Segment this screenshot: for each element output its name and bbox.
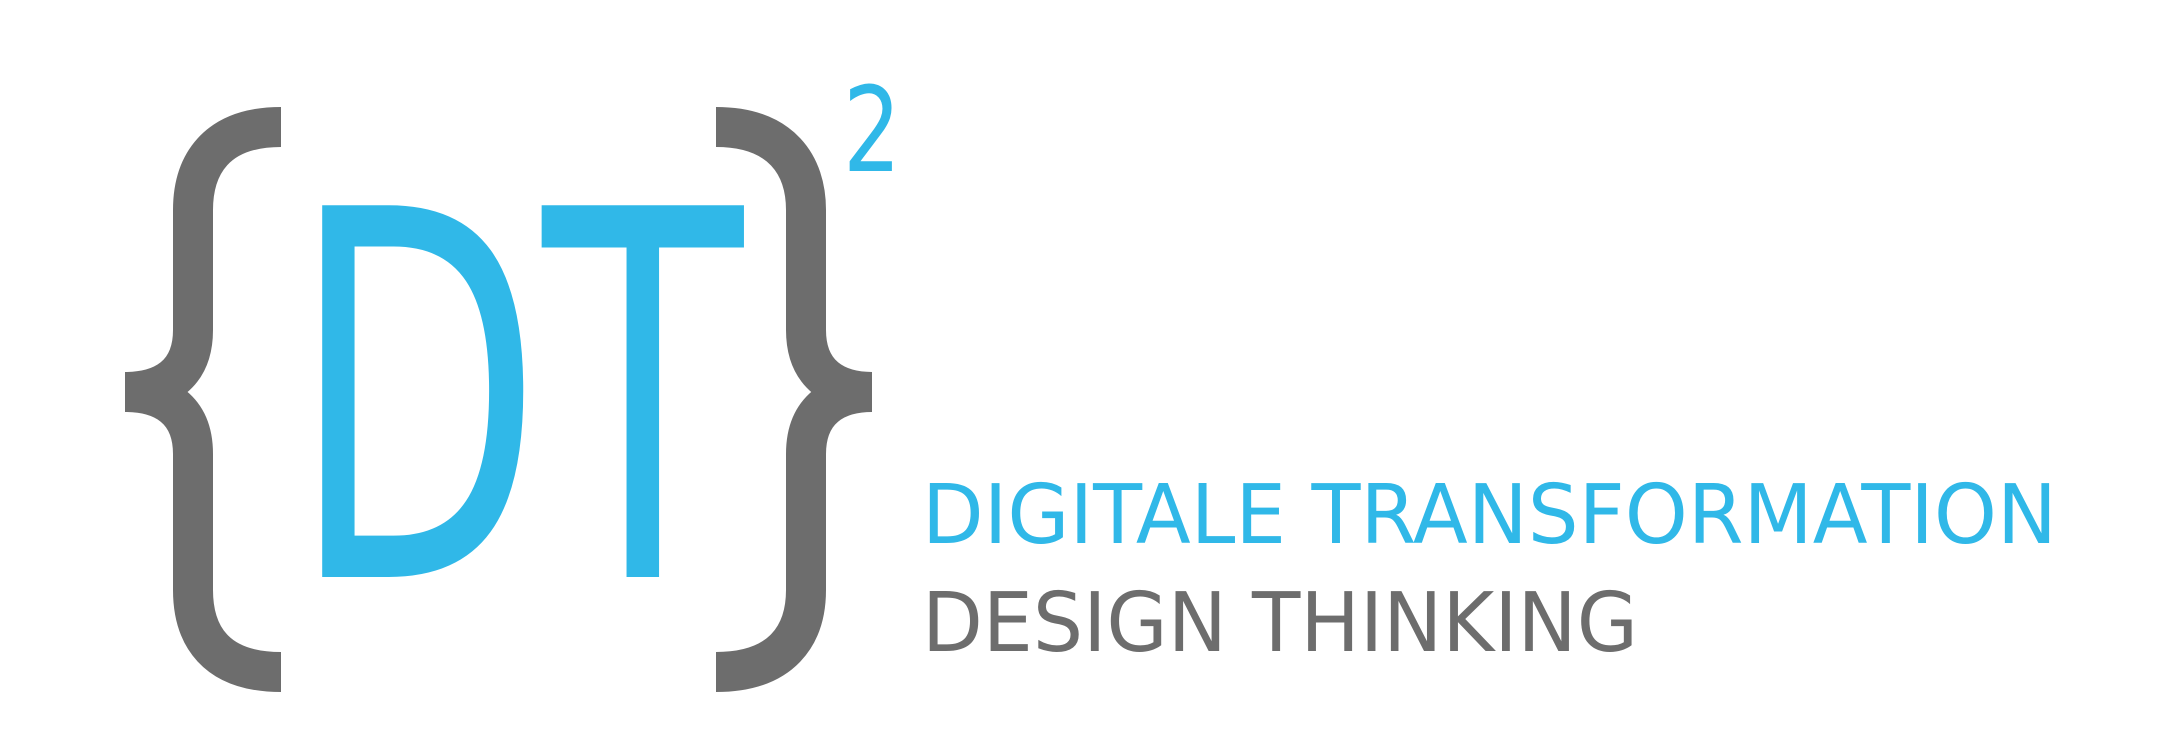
left-brace-icon (124, 107, 282, 692)
logo-superscript: 2 (843, 61, 901, 199)
tagline-design-thinking: DESIGN THINKING (922, 576, 1638, 671)
tagline-digital-transformation: DIGITALE TRANSFORMATION (922, 468, 2057, 563)
right-brace-icon (715, 107, 873, 692)
logo-mark-letters: DT (290, 105, 748, 698)
